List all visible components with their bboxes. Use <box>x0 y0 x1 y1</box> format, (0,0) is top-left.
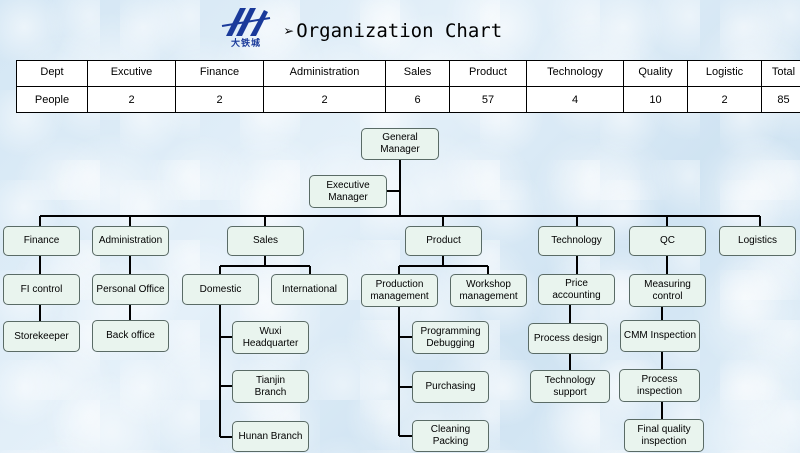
table-cell-people: 4 <box>526 86 624 113</box>
node-production-management: Production management <box>361 274 438 307</box>
node-price-accounting: Price accounting <box>538 274 615 305</box>
node-dept-product: Product <box>405 226 482 256</box>
node-storekeeper: Storekeeper <box>3 321 80 352</box>
node-back-office: Back office <box>92 320 169 352</box>
table-cell-people: 2 <box>263 86 386 113</box>
table-row-header: People <box>16 86 88 113</box>
company-logo-icon <box>221 8 271 36</box>
table-row-header: Dept <box>16 60 88 87</box>
node-process-inspection: Process inspection <box>619 369 700 402</box>
page-title-text: Organization Chart <box>296 20 503 42</box>
table-cell-dept: Total <box>761 60 800 87</box>
table-cell-dept: Excutive <box>87 60 176 87</box>
table-cell-people: 2 <box>175 86 264 113</box>
node-programming-debugging: Programming Debugging <box>412 321 489 354</box>
table-cell-dept: Sales <box>385 60 450 87</box>
table-cell-people: 6 <box>385 86 450 113</box>
node-purchasing: Purchasing <box>412 371 489 403</box>
node-cleaning-packing: Cleaning Packing <box>412 420 489 452</box>
node-personal-office: Personal Office <box>92 274 169 305</box>
table-cell-people: 85 <box>761 86 800 113</box>
node-measuring-control: Measuring control <box>629 274 706 307</box>
node-dept-technology: Technology <box>538 226 615 256</box>
node-hunan-branch: Hunan Branch <box>232 421 309 452</box>
arrow-bullet-icon: ➢ <box>284 22 295 42</box>
node-fi-control: FI control <box>3 274 80 305</box>
node-domestic: Domestic <box>182 274 259 305</box>
node-cmm-inspection: CMM Inspection <box>620 320 700 352</box>
table-cell-dept: Logistic <box>687 60 762 87</box>
node-executive-manager: Executive Manager <box>309 175 387 208</box>
table-cell-dept: Finance <box>175 60 264 87</box>
table-cell-dept: Quality <box>623 60 688 87</box>
table-cell-people: 57 <box>449 86 527 113</box>
table-cell-people: 2 <box>87 86 176 113</box>
table-cell-people: 2 <box>687 86 762 113</box>
node-dept-sales: Sales <box>227 226 304 256</box>
node-dept-logistics: Logistics <box>719 226 796 256</box>
node-dept-qc: QC <box>629 226 706 256</box>
node-technology-support: Technology support <box>530 370 610 403</box>
node-international: International <box>271 274 348 305</box>
node-tianjin-branch: Tianjin Branch <box>232 370 309 403</box>
table-cell-people: 10 <box>623 86 688 113</box>
node-final-quality-inspection: Final quality inspection <box>624 419 704 452</box>
table-cell-dept: Product <box>449 60 527 87</box>
node-general-manager: General Manager <box>361 128 439 160</box>
header: 大铁城 ➢Organization Chart <box>0 0 800 56</box>
node-process-design: Process design <box>528 323 608 354</box>
page-title: ➢Organization Chart <box>284 20 502 42</box>
node-dept-finance: Finance <box>3 226 80 256</box>
node-dept-administration: Administration <box>92 226 169 256</box>
logo-text: 大铁城 <box>230 38 261 48</box>
table-cell-dept: Administration <box>263 60 386 87</box>
node-workshop-management: Workshop management <box>450 274 527 307</box>
table-cell-dept: Technology <box>526 60 624 87</box>
node-wuxi-headquarter: Wuxi Headquarter <box>232 321 309 354</box>
